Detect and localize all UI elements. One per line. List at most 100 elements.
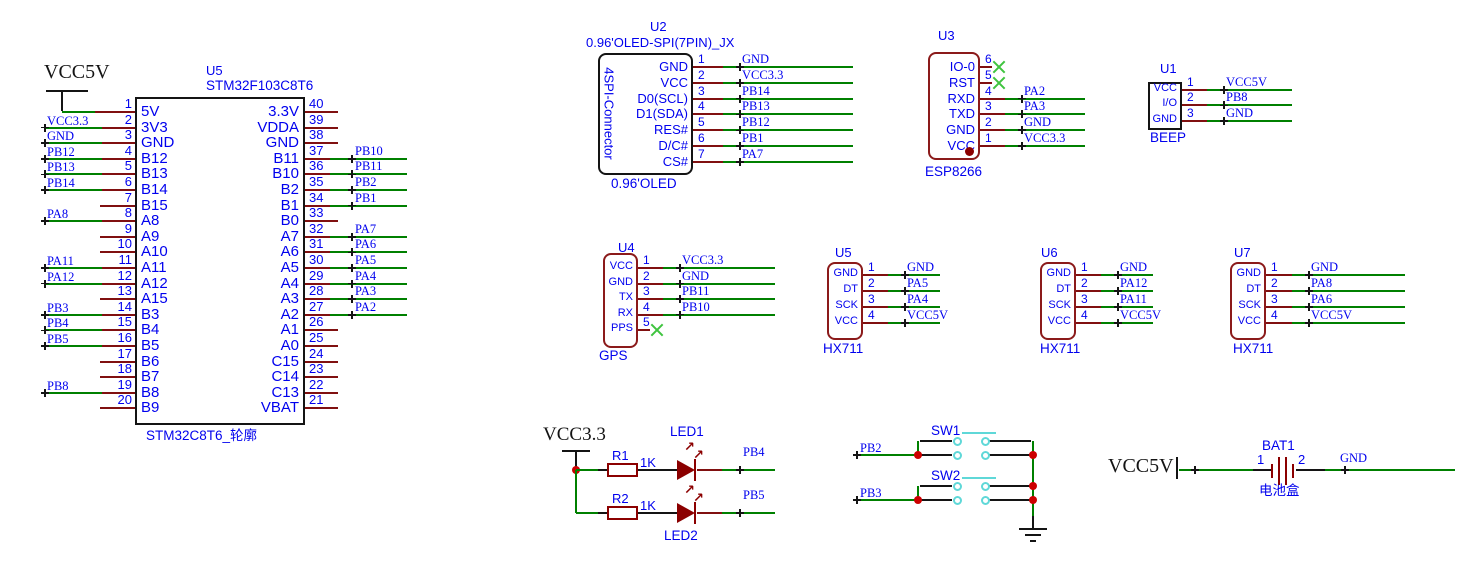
net-label[interactable]: PB4: [743, 445, 765, 459]
net-label[interactable]: VCC3.3: [742, 67, 784, 82]
net-label[interactable]: VCC5V: [1311, 308, 1352, 322]
mcu-pin-name: A3: [280, 290, 299, 308]
net-label[interactable]: PA7: [355, 221, 377, 236]
hx711_c-body[interactable]: [1230, 262, 1266, 340]
oled-body[interactable]: [598, 53, 693, 175]
net-label[interactable]: PA12: [47, 269, 75, 284]
net-label[interactable]: PB5: [47, 332, 69, 346]
mcu-pin-name: B5: [141, 337, 160, 354]
mcu-pin-name: A11: [141, 259, 167, 276]
mcu-body[interactable]: [135, 97, 305, 425]
net-label[interactable]: PB13: [742, 99, 770, 114]
hx711_b-body[interactable]: [1040, 262, 1076, 340]
net-label[interactable]: GND: [1120, 260, 1148, 274]
net-label[interactable]: GND: [1226, 105, 1254, 120]
switch-ref[interactable]: SW1: [931, 423, 961, 438]
net-label[interactable]: PA3: [1024, 99, 1046, 114]
hx711_a-body[interactable]: [827, 262, 863, 340]
mcu-pin-name: B2: [280, 181, 299, 198]
power-flag-vcc3v3[interactable]: VCC3.3: [543, 424, 606, 445]
net-wire: [44, 189, 102, 191]
net-label[interactable]: PB2: [355, 175, 377, 189]
net-label[interactable]: PA5: [355, 253, 377, 267]
net-label[interactable]: PA6: [355, 237, 377, 252]
net-label[interactable]: GND: [682, 268, 710, 283]
resistor-r1[interactable]: [607, 463, 638, 477]
resistor-lead: [598, 512, 607, 514]
net-label[interactable]: GND: [1024, 115, 1052, 130]
net-label[interactable]: PB10: [355, 143, 383, 158]
junction-dot: [1029, 482, 1037, 490]
net-label[interactable]: GND: [742, 52, 770, 66]
net-label[interactable]: PB5: [743, 488, 765, 502]
net-label[interactable]: GND: [47, 129, 75, 144]
resistor-ref: R1: [612, 448, 629, 463]
led-symbol-led1[interactable]: [677, 460, 695, 480]
net-label[interactable]: PB14: [47, 176, 75, 190]
net-wire: [663, 267, 775, 269]
gps-pin-wire: [638, 267, 663, 269]
resistor-r2[interactable]: [607, 506, 638, 520]
battery-ref[interactable]: BAT1: [1262, 438, 1295, 453]
net-label[interactable]: VCC3.3: [1024, 131, 1066, 145]
net-label[interactable]: GND: [1311, 260, 1339, 274]
net-label[interactable]: PB11: [682, 284, 710, 298]
oled-pin-wire: [693, 66, 723, 68]
switch-ref[interactable]: SW2: [931, 468, 961, 483]
net-label[interactable]: PA6: [1311, 292, 1333, 306]
wire-anchor-cross: [739, 110, 741, 119]
power-flag-vcc5v-bat[interactable]: VCC5V: [1108, 455, 1174, 477]
net-label[interactable]: VCC5V: [907, 308, 948, 322]
net-label[interactable]: PA3: [355, 284, 377, 299]
net-label[interactable]: PB4: [47, 316, 69, 331]
net-label[interactable]: PA4: [907, 292, 929, 306]
net-label[interactable]: VCC5V: [1120, 308, 1161, 322]
net-wire: [663, 282, 775, 285]
gps-body[interactable]: [603, 253, 638, 348]
net-label[interactable]: PB1: [355, 190, 377, 205]
power-flag-vcc5v[interactable]: VCC5V: [44, 61, 110, 83]
net-label[interactable]: PA11: [47, 254, 74, 268]
net-label[interactable]: PB8: [47, 378, 69, 393]
net-label[interactable]: PA7: [742, 146, 764, 161]
net-label[interactable]: PB2: [860, 441, 882, 455]
net-wire: [663, 313, 775, 316]
net-label[interactable]: PB13: [47, 160, 75, 175]
net-wire: [44, 126, 102, 129]
net-label[interactable]: PB12: [742, 115, 770, 130]
net-label[interactable]: PB8: [1226, 90, 1248, 105]
mcu-pin-wire: [305, 235, 330, 238]
net-label[interactable]: VCC5V: [1226, 75, 1267, 89]
net-label[interactable]: PA12: [1120, 276, 1148, 290]
hx711_c-bottom-label: HX711: [1233, 341, 1274, 356]
oled-pin-name: D1(SDA): [635, 106, 688, 122]
net-label[interactable]: VCC3.3: [682, 253, 724, 267]
mcu-pin-name: 5V: [141, 103, 160, 120]
net-label[interactable]: GND: [907, 260, 935, 274]
net-label[interactable]: PA4: [355, 268, 377, 283]
wire-anchor-cross: [1308, 287, 1310, 295]
beep-body[interactable]: [1148, 82, 1182, 130]
led-ref: LED1: [670, 424, 704, 439]
net-label[interactable]: VCC3.3: [47, 113, 89, 128]
net-wire: [723, 66, 853, 68]
net-label[interactable]: GND: [1340, 451, 1368, 465]
net-label[interactable]: PA8: [47, 207, 69, 222]
wifi-body[interactable]: [928, 52, 980, 160]
net-label[interactable]: PA8: [1311, 276, 1333, 290]
net-label[interactable]: PB12: [47, 144, 75, 159]
hx711_b-pin-name: SCK: [1048, 299, 1071, 311]
net-label[interactable]: PB14: [742, 83, 770, 98]
mcu-pin-number: 14: [117, 298, 132, 314]
net-label[interactable]: PB11: [355, 159, 383, 174]
beep-pin-number: 3: [1187, 105, 1194, 120]
led-symbol-led2[interactable]: [677, 503, 695, 523]
net-label[interactable]: PA2: [1024, 83, 1046, 98]
net-label[interactable]: PB3: [860, 486, 882, 500]
net-label[interactable]: PA5: [907, 276, 929, 290]
net-label[interactable]: PA11: [1120, 292, 1147, 306]
net-label[interactable]: PB3: [47, 300, 69, 315]
net-label[interactable]: PA2: [355, 299, 377, 314]
net-label[interactable]: PB10: [682, 299, 710, 314]
net-label[interactable]: PB1: [742, 131, 764, 146]
